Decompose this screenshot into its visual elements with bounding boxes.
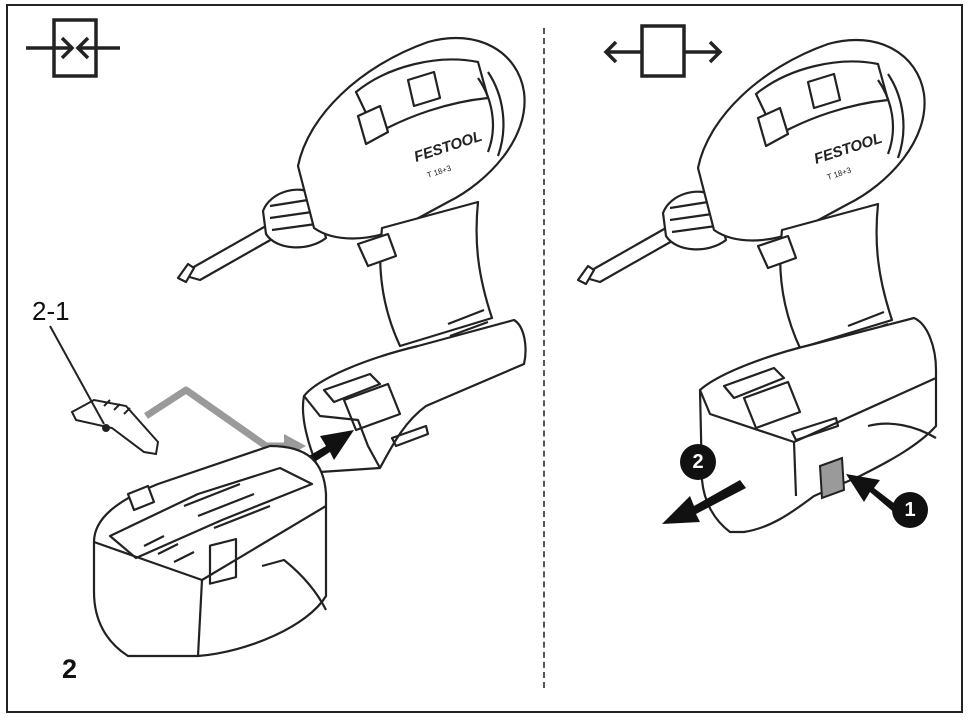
release-button bbox=[818, 456, 846, 500]
panel-insert-battery: FESTOOL T 18+3 bbox=[8, 6, 543, 711]
guide-part-2-1 bbox=[49, 325, 160, 456]
step-badge-2: 2 bbox=[680, 444, 716, 480]
drill-with-battery-illustration: FESTOOL T 18+3 bbox=[576, 38, 938, 534]
panel-remove-battery: FESTOOL T 18+3 2 1 bbox=[544, 6, 963, 711]
pull-out-arrow bbox=[662, 480, 746, 524]
figure-number: 2 bbox=[62, 654, 78, 684]
remove-drawing: FESTOOL T 18+3 bbox=[576, 24, 938, 534]
panel-divider bbox=[543, 28, 545, 688]
step-badge-1: 1 bbox=[892, 492, 928, 528]
figure-frame: FESTOOL T 18+3 bbox=[6, 4, 963, 713]
drill-illustration: FESTOOL T 18+3 bbox=[176, 36, 527, 474]
insert-battery-icon bbox=[26, 18, 120, 78]
part-label: 2-1 bbox=[32, 296, 70, 326]
insert-drawing: FESTOOL T 18+3 bbox=[26, 18, 527, 658]
remove-battery-icon bbox=[603, 24, 723, 78]
battery-pack bbox=[92, 444, 328, 658]
